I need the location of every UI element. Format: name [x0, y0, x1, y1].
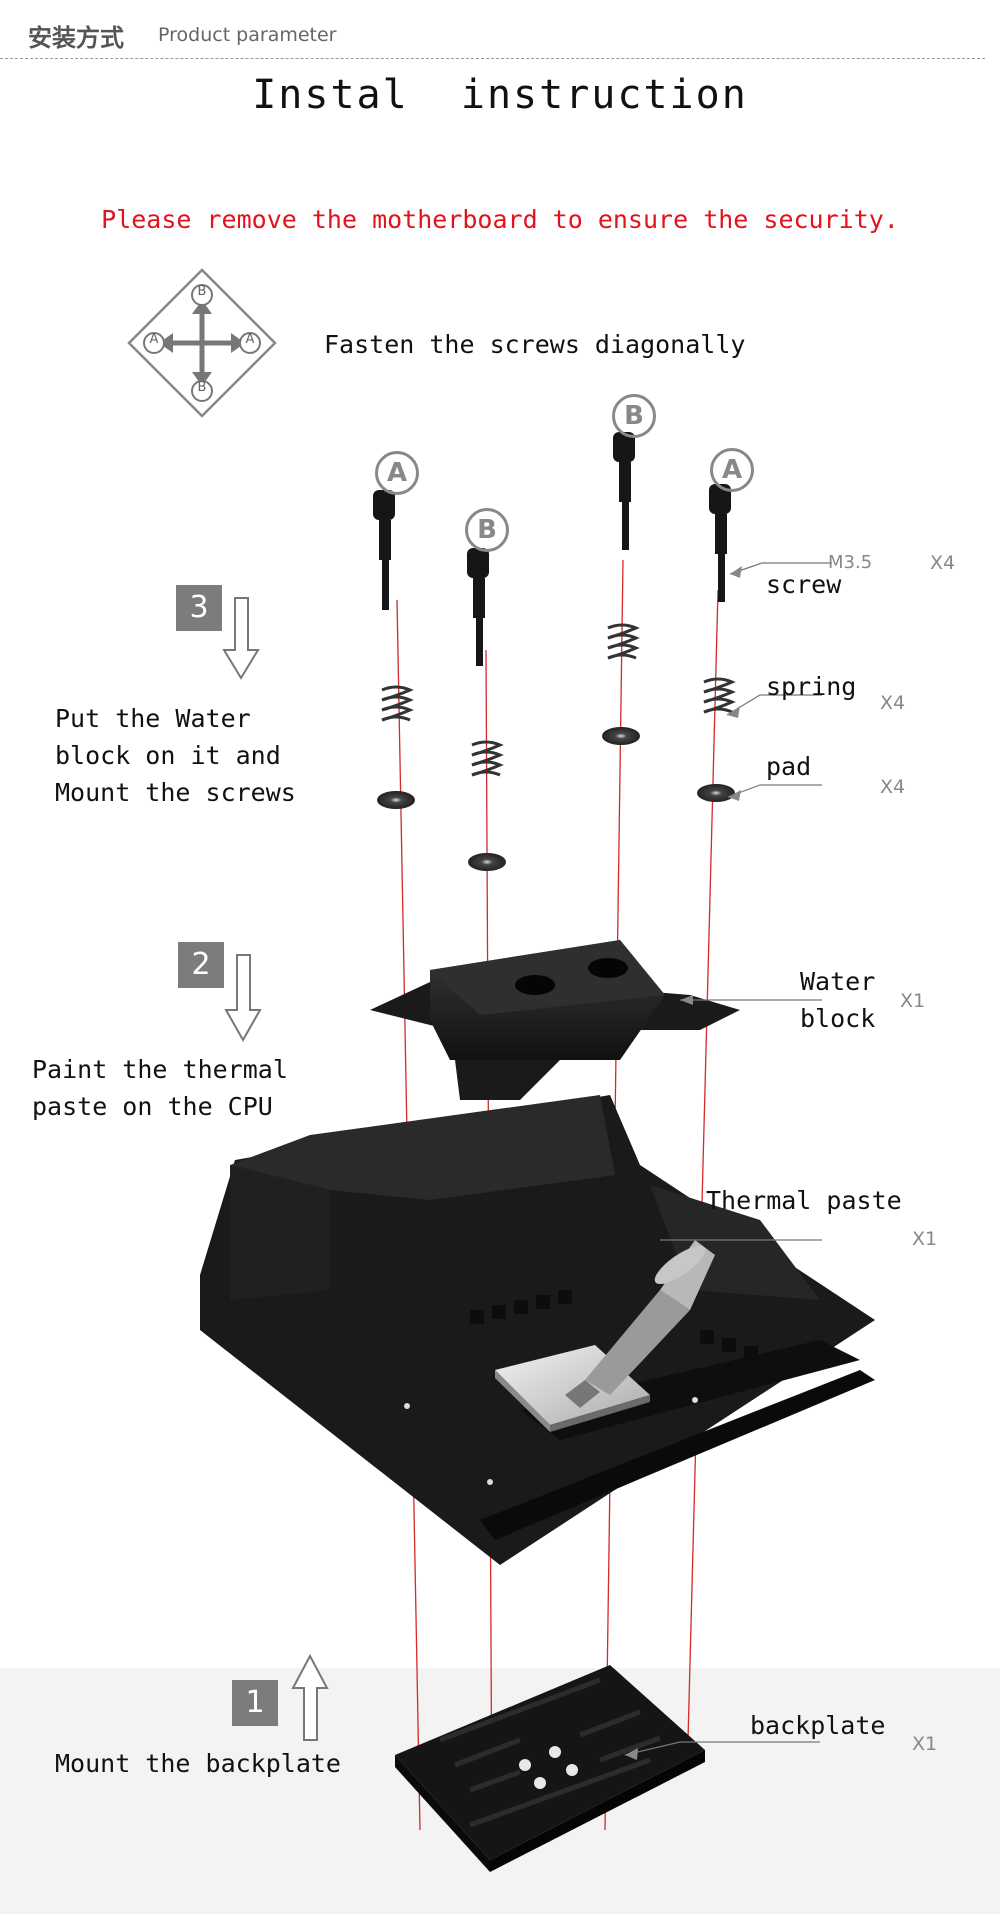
step-2-text: Paint the thermal paste on the CPU	[32, 1051, 288, 1125]
backplate-qty: X1	[912, 1733, 938, 1755]
diagonal-order-diagram	[127, 268, 277, 418]
header-chinese-title: 安装方式	[28, 24, 124, 52]
diagonal-letter-right: A	[245, 332, 255, 347]
thermal-paste-qty: X1	[912, 1228, 938, 1250]
step-3-line: Mount the screws	[55, 778, 296, 807]
water-block-label: Water block	[800, 963, 875, 1037]
backplate	[395, 1665, 705, 1872]
pads	[377, 727, 735, 871]
step-1-text: Mount the backplate	[55, 1749, 341, 1778]
diagonal-letter-left: A	[149, 332, 159, 347]
step-3-text: Put the Water block on it and Mount the …	[55, 700, 296, 811]
spring-qty: X4	[880, 692, 906, 714]
screw-badge-1: A	[375, 451, 419, 495]
step-3-line: block on it and	[55, 741, 281, 770]
header-divider	[0, 58, 985, 59]
step-1-badge: 1	[232, 1680, 278, 1726]
screws	[373, 432, 731, 666]
step-2-line: paste on the CPU	[32, 1092, 273, 1121]
pad-qty: X4	[880, 776, 906, 798]
diagonal-letter-bottom: B	[197, 380, 207, 395]
motherboard	[200, 1095, 875, 1565]
water-block-line: block	[800, 1004, 876, 1033]
step-2-line: Paint the thermal	[32, 1055, 288, 1084]
backplate-label: backplate	[750, 1711, 886, 1740]
thermal-paste-syringe	[565, 1240, 715, 1408]
water-block-line: Water	[800, 967, 876, 996]
step-3-badge: 3	[176, 585, 222, 631]
screw-label: screw	[766, 570, 842, 599]
step-arrows	[222, 597, 329, 1741]
screw-badge-2: B	[465, 508, 509, 552]
springs	[381, 623, 736, 777]
diagonal-instruction: Fasten the screws diagonally	[324, 330, 746, 359]
screw-badge-3: B	[612, 394, 656, 438]
water-block	[370, 940, 740, 1100]
callout-arrowheads	[625, 566, 742, 1760]
screw-spec: M3.5	[828, 552, 873, 573]
warning-text: Please remove the motherboard to ensure …	[101, 205, 899, 234]
callout-lines	[624, 562, 832, 1756]
page-title: Instal instruction	[252, 72, 748, 118]
diagonal-letter-top: B	[197, 284, 207, 299]
screw-qty: X4	[930, 552, 956, 574]
thermal-paste-label: Thermal paste	[706, 1186, 902, 1215]
spring-label: spring	[766, 672, 857, 701]
step-2-badge: 2	[178, 942, 224, 988]
header-product-parameter: Product parameter	[158, 24, 337, 46]
water-block-qty: X1	[900, 990, 926, 1012]
step-3-line: Put the Water	[55, 704, 251, 733]
pad-label: pad	[766, 752, 812, 781]
screw-badge-4: A	[710, 448, 754, 492]
